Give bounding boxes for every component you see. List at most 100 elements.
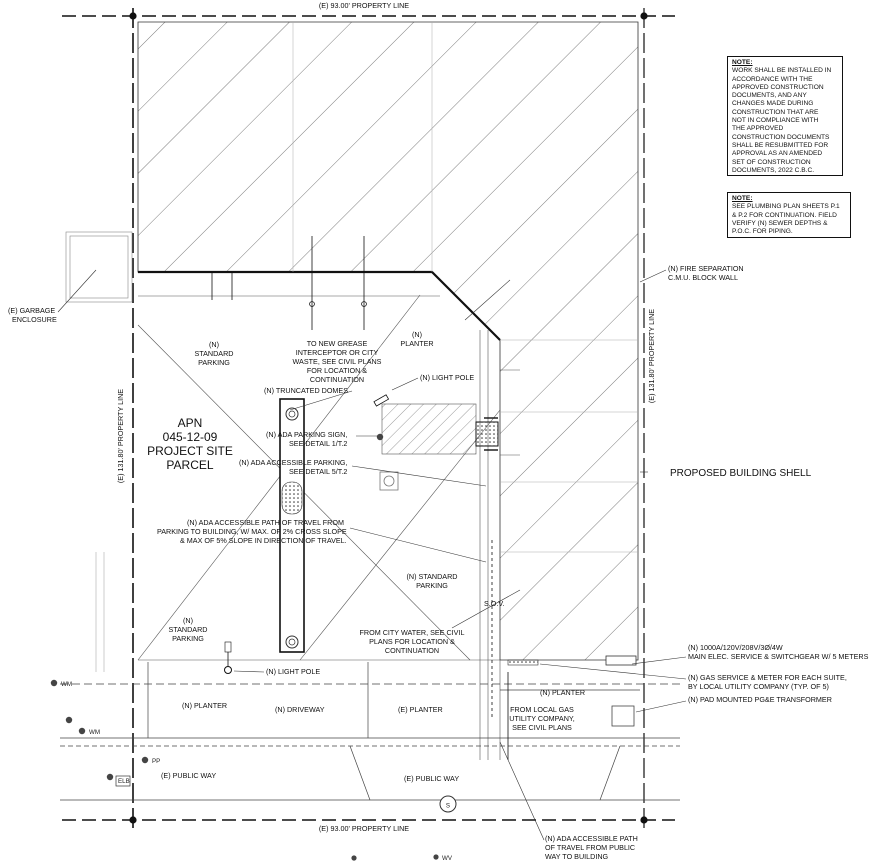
parcel-label: APN 045-12-09 PROJECT SITE PARCEL: [147, 416, 233, 472]
svg-text:UTILITY COMPANY,: UTILITY COMPANY,: [509, 714, 575, 723]
svg-text:PARKING: PARKING: [416, 581, 448, 590]
svg-text:PROJECT SITE: PROJECT SITE: [147, 444, 233, 458]
svg-text:OF TRAVEL FROM PUBLIC: OF TRAVEL FROM PUBLIC: [545, 843, 635, 852]
svg-text:FROM LOCAL GAS: FROM LOCAL GAS: [510, 705, 574, 714]
svg-text:BY LOCAL UTILITY COMPANY (TYP.: BY LOCAL UTILITY COMPANY (TYP. OF 5): [688, 682, 829, 691]
svg-text:(N) GAS SERVICE & METER FOR EA: (N) GAS SERVICE & METER FOR EACH SUITE,: [688, 673, 847, 682]
svg-text:PLANTER: PLANTER: [400, 339, 433, 348]
water-meter-label-2: WM: [89, 729, 100, 736]
plumbing-note-box: NOTE: SEE PLUMBING PLAN SHEETS P.1 & P.2…: [727, 192, 851, 238]
bottom-property-line-label: (E) 93.00' PROPERTY LINE: [319, 824, 409, 833]
gas-service-label: (N) GAS SERVICE & METER FOR EACH SUITE, …: [688, 673, 847, 691]
svg-text:MAIN ELEC. SERVICE & SWITCHGEA: MAIN ELEC. SERVICE & SWITCHGEAR W/ 5 MET…: [688, 652, 869, 661]
standard-parking-label-1: (N) STANDARD PARKING: [194, 340, 233, 367]
top-property-line-label: (E) 93.00' PROPERTY LINE: [319, 1, 409, 10]
planter-label-left: (N) PLANTER: [182, 701, 227, 710]
fire-separation-label: (N) FIRE SEPARATION C.M.U. BLOCK WALL: [668, 264, 744, 282]
svg-text:(E) GARBAGE: (E) GARBAGE: [8, 306, 55, 315]
garbage-enclosure-label: (E) GARBAGE ENCLOSURE: [8, 306, 57, 324]
svg-text:SEE DETAIL 5/T.2: SEE DETAIL 5/T.2: [289, 467, 347, 476]
sewer-manhole-icon: S: [439, 795, 457, 813]
svg-text:APN: APN: [178, 416, 203, 430]
svg-text:TO NEW GREASE: TO NEW GREASE: [307, 339, 368, 348]
ada-path-public-label: (N) ADA ACCESSIBLE PATH OF TRAVEL FROM P…: [545, 834, 638, 861]
svg-text:(N) STANDARD: (N) STANDARD: [407, 572, 458, 581]
utility-markers: [50, 433, 439, 861]
light-pole-label-1: (N) LIGHT POLE: [420, 373, 474, 382]
existing-planter-label: (E) PLANTER: [398, 705, 443, 714]
ada-path-label: (N) ADA ACCESSIBLE PATH OF TRAVEL FROM P…: [157, 518, 347, 545]
svg-text:FOR LOCATION &: FOR LOCATION &: [307, 366, 367, 375]
ada-sign-label: (N) ADA PARKING SIGN, SEE DETAIL 1/T.2: [266, 430, 347, 448]
transformer-pad: [611, 705, 635, 727]
svg-text:(N) FIRE SEPARATION: (N) FIRE SEPARATION: [668, 264, 744, 273]
planter-label-right: (N) PLANTER: [540, 688, 585, 697]
local-gas-label: FROM LOCAL GAS UTILITY COMPANY, SEE CIVI…: [509, 705, 575, 732]
svg-text:PARKING TO BUILDING, W/ MAX. O: PARKING TO BUILDING, W/ MAX. OF 2% CROSS…: [157, 527, 347, 536]
ada-parking-label: (N) ADA ACCESSIBLE PARKING, SEE DETAIL 5…: [239, 458, 348, 476]
svg-text:FROM CITY WATER, SEE CIVIL: FROM CITY WATER, SEE CIVIL: [360, 628, 465, 637]
light-pole-label-2: (N) LIGHT POLE: [266, 667, 320, 676]
construction-note-title: NOTE:: [732, 59, 753, 66]
building-entry-stair: [475, 417, 499, 451]
svg-text:(N) ADA ACCESSIBLE PARKING,: (N) ADA ACCESSIBLE PARKING,: [239, 458, 348, 467]
svg-text:(N): (N): [183, 616, 193, 625]
plumbing-lines: [211, 236, 509, 760]
svg-text:CONTINUATION: CONTINUATION: [385, 646, 439, 655]
svg-text:ENCLOSURE: ENCLOSURE: [12, 315, 57, 324]
city-water-label: FROM CITY WATER, SEE CIVIL PLANS FOR LOC…: [360, 628, 465, 655]
svg-text:& MAX OF 5% SLOPE IN DIRECTION: & MAX OF 5% SLOPE IN DIRECTION OF TRAVEL…: [180, 536, 347, 545]
electrical-service-label: (N) 1000A/120V/208V/3Ø/4W MAIN ELEC. SER…: [688, 643, 869, 661]
svg-text:INTERCEPTOR OR CITY: INTERCEPTOR OR CITY: [296, 348, 379, 357]
switchgear: [605, 655, 637, 666]
public-way-label-mid: (E) PUBLIC WAY: [404, 774, 459, 783]
svg-text:PARKING: PARKING: [172, 634, 204, 643]
svg-text:PLANS FOR LOCATION &: PLANS FOR LOCATION &: [369, 637, 455, 646]
standard-parking-label-3: (N) STANDARD PARKING: [168, 616, 207, 643]
right-property-line-label: (E) 131.80' PROPERTY LINE: [647, 309, 656, 403]
svg-text:(N) 1000A/120V/208V/3Ø/4W: (N) 1000A/120V/208V/3Ø/4W: [688, 643, 783, 652]
street-linework: [60, 662, 680, 801]
sov-label: S.O.V.: [484, 599, 505, 608]
left-street-linework: [95, 552, 105, 672]
svg-text:S: S: [446, 803, 450, 810]
corner-monuments: [129, 12, 648, 824]
svg-text:(N) ADA PARKING SIGN,: (N) ADA PARKING SIGN,: [266, 430, 347, 439]
plumbing-note-body: SEE PLUMBING PLAN SHEETS P.1 & P.2 FOR C…: [732, 203, 840, 236]
svg-text:(N): (N): [412, 330, 422, 339]
svg-text:WAY TO BUILDING: WAY TO BUILDING: [545, 852, 609, 861]
grease-interceptor-label: TO NEW GREASE INTERCEPTOR OR CITY WASTE,…: [293, 339, 382, 384]
water-meter-label-1: WM: [61, 681, 72, 688]
svg-text:(N) ADA ACCESSIBLE PATH OF TRA: (N) ADA ACCESSIBLE PATH OF TRAVEL FROM: [187, 518, 344, 527]
driveway-label: (N) DRIVEWAY: [275, 705, 325, 714]
public-way-label-left: (E) PUBLIC WAY: [161, 771, 216, 780]
construction-note-box: NOTE: WORK SHALL BE INSTALLED IN ACCORDA…: [727, 56, 843, 176]
left-property-line-label: (E) 131.80' PROPERTY LINE: [116, 389, 125, 483]
building-label: PROPOSED BUILDING SHELL: [670, 468, 812, 479]
svg-text:SEE DETAIL 1/T.2: SEE DETAIL 1/T.2: [289, 439, 347, 448]
center-walkway: [279, 398, 305, 653]
svg-text:045-12-09: 045-12-09: [163, 430, 218, 444]
svg-text:SEE CIVIL PLANS: SEE CIVIL PLANS: [512, 723, 572, 732]
svg-text:STANDARD: STANDARD: [194, 349, 233, 358]
svg-text:PARKING: PARKING: [198, 358, 230, 367]
building-grid-lines: [292, 22, 638, 553]
svg-text:CONTINUATION: CONTINUATION: [310, 375, 364, 384]
plumbing-note-title: NOTE:: [732, 195, 753, 202]
construction-note-body: WORK SHALL BE INSTALLED IN ACCORDANCE WI…: [732, 67, 832, 174]
property-lines: [62, 8, 675, 830]
light-pole-icon: [224, 394, 390, 674]
garbage-enclosure: [65, 231, 133, 303]
truncated-domes-label: (N) TRUNCATED DOMES: [264, 386, 348, 395]
leader-lines: [57, 269, 687, 841]
planter-label-top: (N) PLANTER: [400, 330, 433, 348]
ada-access-aisle: [381, 403, 477, 455]
standard-parking-label-2: (N) STANDARD PARKING: [407, 572, 458, 590]
transformer-label: (N) PAD MOUNTED PG&E TRANSFORMER: [688, 695, 832, 704]
water-valve-label: WV: [442, 855, 453, 862]
gas-meters: [507, 659, 539, 666]
svg-text:WASTE, SEE CIVIL PLANS: WASTE, SEE CIVIL PLANS: [293, 357, 382, 366]
lot-linework: [137, 294, 520, 760]
power-pole-label: PP: [152, 758, 160, 765]
svg-text:PARCEL: PARCEL: [166, 458, 213, 472]
